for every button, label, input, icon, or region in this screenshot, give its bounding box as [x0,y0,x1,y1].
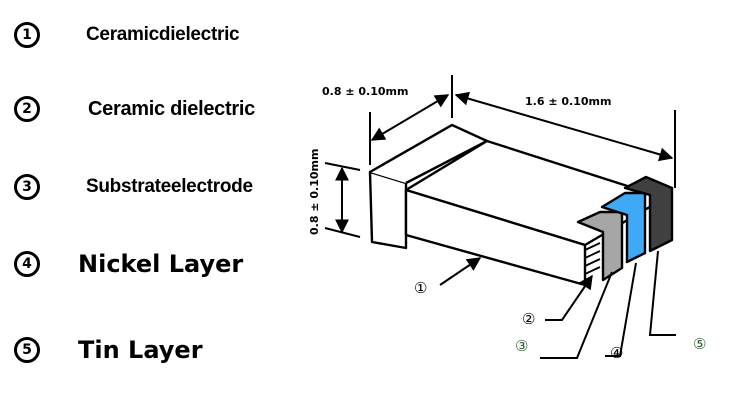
legend-item-3: 3 Substrateelectrode [14,174,253,200]
length-dimension-label: 1.6 ± 0.10mm [525,95,611,108]
height-dimension-label: 0.8 ± 0.10mm [308,149,321,235]
legend-label-3: Substrateelectrode [86,176,253,197]
width-arrow [370,94,450,141]
callout-3-leader [540,271,613,359]
substrate-electrode-layer [576,210,624,282]
callout-2: ② [522,310,535,328]
internal-electrodes [584,242,601,275]
nickel-layer [600,191,647,264]
legend-label-4: Nickel Layer [78,250,244,278]
legend-number-2: 2 [14,96,40,122]
legend-number-5: 5 [14,337,40,363]
legend-number-3: 3 [14,174,40,200]
callout-2-leader [545,274,593,321]
callout-4: ④ [610,344,623,362]
tin-layer [623,175,674,253]
left-end-face [368,170,408,250]
legend-number-4: 4 [14,251,40,277]
callout-5: ⑤ [693,335,706,353]
callout-1: ① [414,279,427,297]
legend-item-1: 1 Ceramicdielectric [14,22,240,48]
legend-item-2: 2 Ceramic dielectric [14,96,255,122]
width-dimension-label: 0.8 ± 0.10mm [322,85,408,98]
length-arrow [454,91,674,162]
callout-5-leader [648,250,676,336]
callout-1-leader [439,257,482,286]
legend-number-1: 1 [14,22,40,48]
callout-4-leader [605,262,637,357]
legend-item-4: 4 Nickel Layer [14,250,243,278]
height-ext-top [324,162,361,171]
legend-item-5: 5 Tin Layer [14,336,203,364]
legend-label-2: Ceramic dielectric [88,97,255,120]
callout-3: ③ [515,337,528,355]
legend-label-5: Tin Layer [78,336,203,364]
legend-label-1: Ceramicdielectric [86,24,240,45]
